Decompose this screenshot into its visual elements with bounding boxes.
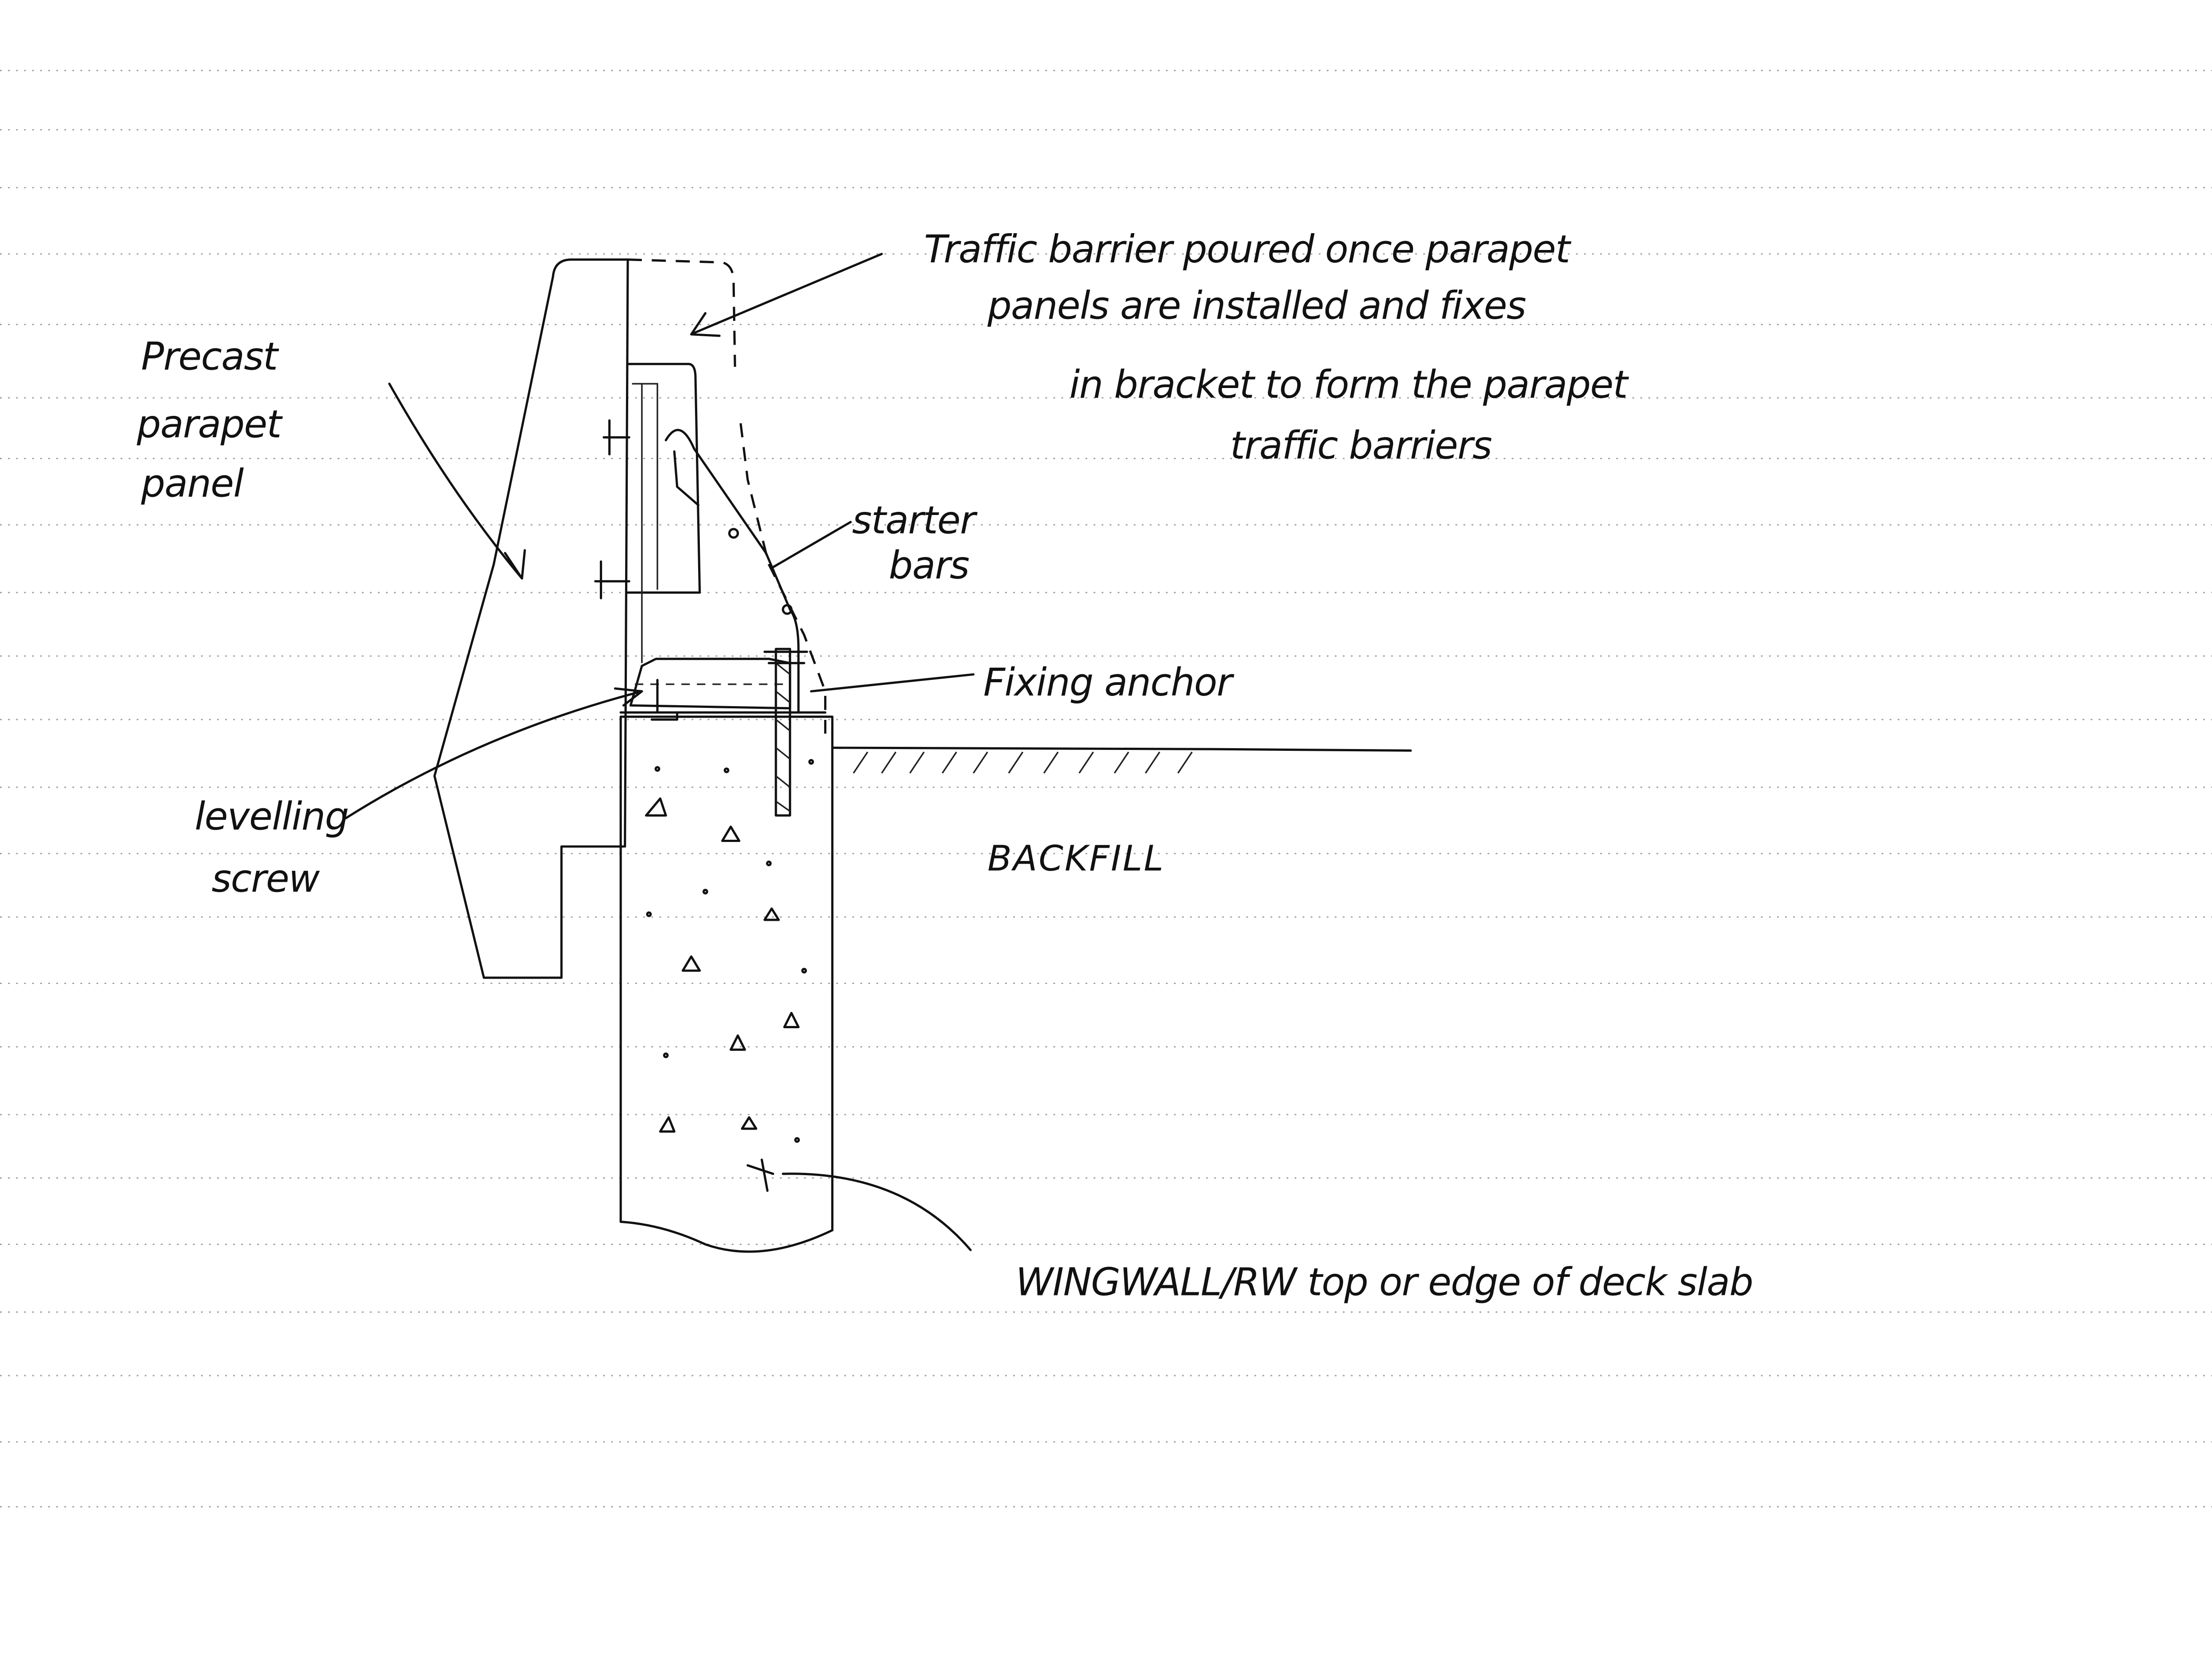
precast-line-3: panel: [141, 461, 244, 506]
traffic-line-3: in bracket to form the parapet: [1069, 363, 1629, 407]
precast-arrow: [388, 382, 526, 580]
parapet-sketch: Precast parapet panel Traffic barrier po…: [0, 70, 2212, 1508]
leader-lines: [344, 253, 975, 1251]
levelling-screw-arrow: [344, 687, 643, 820]
label-backfill: BACKFILL: [987, 838, 1165, 879]
label-starter-bars: starter bars: [852, 498, 978, 588]
precast-parapet-panel: [433, 258, 629, 979]
traffic-line-4: traffic barriers: [1230, 423, 1492, 468]
label-levelling-screw: levelling screw: [195, 795, 349, 901]
wingwall: [619, 715, 833, 1253]
levelling-line-2: screw: [211, 857, 320, 901]
label-wingwall: WINGWALL/RW top or edge of deck slab: [1016, 1260, 1753, 1304]
panel-back-face: [624, 258, 629, 848]
traffic-line-2: panels are installed and fixes: [987, 284, 1526, 328]
traffic-barrier-outline: [627, 258, 826, 734]
concrete-aggregate: [645, 759, 814, 1192]
starter-line-2: bars: [889, 543, 969, 588]
fixing-anchor-leader: [810, 673, 975, 693]
traffic-barrier-arrow: [690, 253, 883, 337]
starter-bars-leader: [772, 521, 852, 569]
precast-line-2: parapet: [136, 403, 283, 447]
label-fixing-anchor: Fixing anchor: [983, 661, 1235, 705]
fixing-anchor-bar: [763, 648, 808, 817]
starter-line-1: starter: [852, 498, 978, 542]
ground-line: [831, 746, 1412, 774]
traffic-line-1: Traffic barrier poured once parapet: [924, 227, 1572, 272]
label-traffic-barrier: Traffic barrier poured once parapet pane…: [924, 227, 1630, 468]
levelling-line-1: levelling: [195, 795, 348, 839]
precast-line-1: Precast: [141, 334, 280, 379]
wingwall-leader: [782, 1172, 972, 1251]
label-precast: Precast parapet panel: [136, 334, 284, 506]
